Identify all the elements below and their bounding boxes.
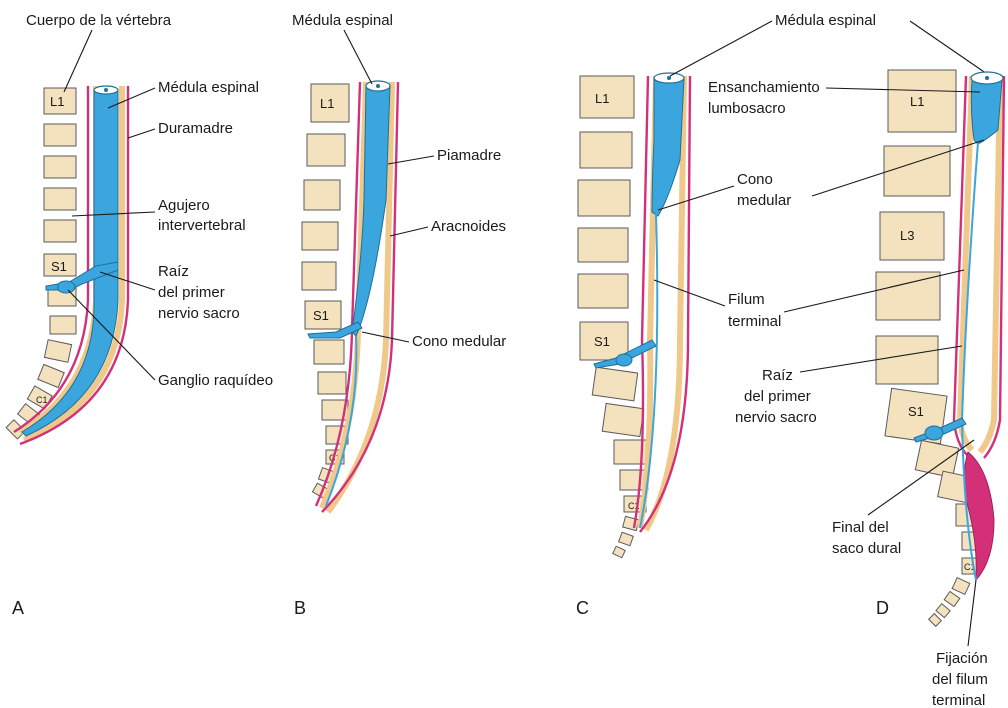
leader-line xyxy=(670,21,772,76)
leader-line xyxy=(910,21,990,76)
vertebra-label-s1: S1 xyxy=(313,308,329,323)
label-del-filum: del filum xyxy=(932,671,988,688)
vertebra-label-l1: L1 xyxy=(595,91,609,106)
central-canal xyxy=(667,76,671,80)
vertebra xyxy=(929,614,942,627)
label-aracnoides: Aracnoides xyxy=(431,218,506,235)
label-saco-dural: saco dural xyxy=(832,540,901,557)
vertebra xyxy=(44,124,76,146)
vertebra xyxy=(578,180,630,216)
label-ensanchamiento: Ensanchamiento xyxy=(708,79,820,96)
vertebra xyxy=(302,262,336,290)
label-medula-espinal: Médula espinal xyxy=(158,79,259,96)
label-del-primer: del primer xyxy=(158,284,225,301)
vertebra-label-s1: S1 xyxy=(908,404,924,419)
panel-d: L1 L3 S1 C1 Ensanchamiento lumbosacro Ra… xyxy=(708,70,1004,708)
panel-letter-a: A xyxy=(12,598,24,618)
vertebra xyxy=(952,578,970,595)
vertebra xyxy=(314,340,344,364)
vertebra-label-c1: C1 xyxy=(36,395,48,405)
vertebra xyxy=(44,220,76,242)
vertebra xyxy=(619,532,634,546)
leader-line xyxy=(968,580,976,646)
label-nervio-sacro: nervio sacro xyxy=(735,409,817,426)
vertebra xyxy=(302,222,338,250)
vertebra xyxy=(578,274,628,308)
vertebra-label-s1: S1 xyxy=(594,334,610,349)
vertebra-label-l3: L3 xyxy=(900,228,914,243)
label-terminal: terminal xyxy=(728,313,781,330)
vertebra xyxy=(50,316,76,334)
vertebra xyxy=(44,340,71,363)
label-piamadre: Piamadre xyxy=(437,147,501,164)
vertebra xyxy=(876,336,938,384)
vertebra xyxy=(307,134,345,166)
vertebra xyxy=(915,440,958,477)
vertebra xyxy=(44,156,76,178)
spinal-ganglion xyxy=(57,281,75,293)
vertebra xyxy=(38,364,64,387)
panel-b: L1 S1 C1 Médula espinal Piamadre Aracnoi… xyxy=(292,12,506,618)
panel-a: L1 S1 C1 Cuerpo de la vértebra Médula es… xyxy=(6,12,273,618)
leader-line xyxy=(388,156,434,164)
label-final-del: Final del xyxy=(832,519,889,536)
label-medula-espinal: Médula espinal xyxy=(775,12,876,29)
vertebra xyxy=(884,146,950,196)
label-duramadre: Duramadre xyxy=(158,120,233,137)
label-agujero: Agujero xyxy=(158,197,210,214)
leader-line xyxy=(128,129,155,138)
leader-line xyxy=(344,30,372,84)
vertebra xyxy=(318,372,346,394)
leader-line xyxy=(64,30,92,92)
label-raiz: Raíz xyxy=(158,263,189,280)
vertebra xyxy=(578,228,628,262)
label-medula-espinal: Médula espinal xyxy=(292,12,393,29)
central-canal xyxy=(376,84,380,88)
vertebra xyxy=(592,367,637,401)
vertebra-label-s1: S1 xyxy=(51,259,67,274)
label-terminal-d: terminal xyxy=(932,692,985,708)
label-filum: Filum xyxy=(728,291,765,308)
label-del-primer: del primer xyxy=(744,388,811,405)
label-cuerpo-vertebra: Cuerpo de la vértebra xyxy=(26,12,172,29)
label-fijacion: Fijación xyxy=(936,650,988,667)
label-cono-medular: Cono medular xyxy=(412,333,506,350)
vertebra-label-l1: L1 xyxy=(320,96,334,111)
panel-letter-d: D xyxy=(876,598,889,618)
central-canal xyxy=(985,76,989,80)
vertebra xyxy=(602,403,644,436)
vertebra xyxy=(936,604,950,618)
vertebra xyxy=(944,591,960,606)
label-nervio-sacro: nervio sacro xyxy=(158,305,240,322)
vertebra xyxy=(613,546,625,557)
vertebra xyxy=(580,132,632,168)
vertebra xyxy=(304,180,340,210)
vertebra-label-l1: L1 xyxy=(50,94,64,109)
spinal-ganglion xyxy=(616,354,632,366)
panel-letter-b: B xyxy=(294,598,306,618)
vertebra xyxy=(876,272,940,320)
panel-letter-c: C xyxy=(576,598,589,618)
label-ganglio-raquideo: Ganglio raquídeo xyxy=(158,372,273,389)
vertebra-label-l1: L1 xyxy=(910,94,924,109)
vertebra xyxy=(44,188,76,210)
label-cono: Cono xyxy=(737,171,773,188)
label-medular: medular xyxy=(737,192,791,209)
spinal-nerve xyxy=(46,284,58,290)
label-raiz: Raíz xyxy=(762,367,793,384)
spinal-ganglion xyxy=(925,426,943,440)
label-intervertebral: intervertebral xyxy=(158,217,246,234)
label-lumbosacro: lumbosacro xyxy=(708,100,786,117)
central-canal xyxy=(104,88,108,92)
